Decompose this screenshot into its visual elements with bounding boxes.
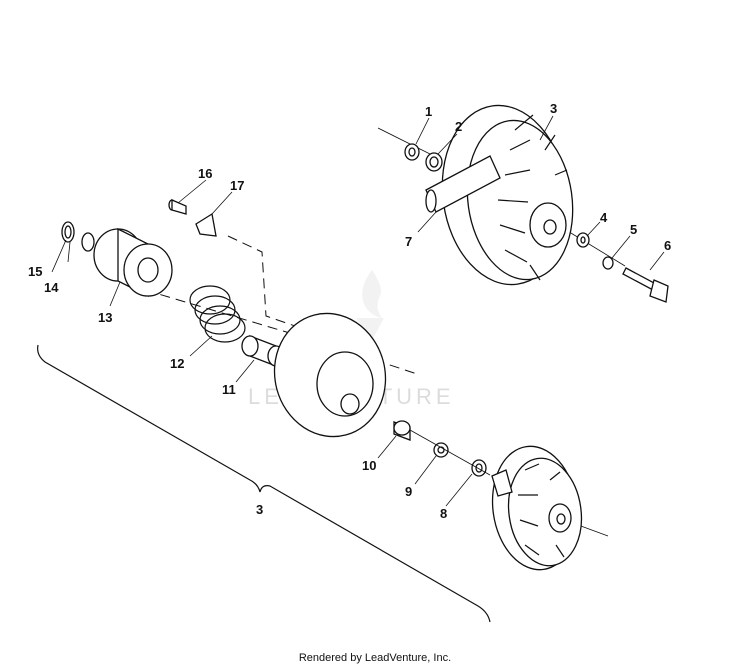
- label-part-12: 12: [170, 356, 184, 371]
- bushing-10: [393, 420, 411, 441]
- axis-line-lower: [409, 429, 491, 476]
- fixed-sheave-lower: [491, 445, 583, 571]
- label-part-8: 8: [440, 506, 447, 521]
- movable-sheave: [273, 312, 387, 438]
- button-17: [195, 212, 217, 237]
- label-part-14: 14: [44, 280, 59, 295]
- label-part-3-bracket: 3: [256, 502, 263, 517]
- screw-16: [168, 199, 187, 215]
- washer-8: [471, 459, 487, 477]
- washer-14: [81, 232, 95, 252]
- lock-washer-5: [602, 256, 614, 270]
- cam-13: [93, 227, 173, 298]
- washer-4: [576, 232, 590, 248]
- spring-12: [189, 285, 246, 343]
- label-part-6: 6: [664, 238, 671, 253]
- footer-credit: Rendered by LeadVenture, Inc.: [298, 652, 452, 664]
- leader-lines: [51, 115, 665, 507]
- label-part-13: 13: [98, 310, 112, 325]
- label-part-2: 2: [455, 119, 462, 134]
- washer-9: [433, 442, 449, 458]
- label-part-1: 1: [425, 104, 432, 119]
- label-part-11: 11: [222, 382, 236, 397]
- assembly-bracket: [37, 344, 491, 623]
- label-part-16: 16: [198, 166, 212, 181]
- washer-2: [425, 152, 443, 172]
- label-part-5: 5: [630, 222, 637, 237]
- fixed-sheave-upper: [441, 104, 574, 286]
- label-part-15: 15: [28, 264, 42, 279]
- label-part-9: 9: [405, 484, 412, 499]
- shaft-7: [425, 155, 501, 213]
- label-part-10: 10: [362, 458, 376, 473]
- snap-ring-15: [61, 221, 75, 243]
- leadventure-watermark-logo: [356, 270, 384, 344]
- label-part-3-top: 3: [550, 101, 557, 116]
- label-part-17: 17: [230, 178, 244, 193]
- bolt-6: [622, 267, 669, 303]
- label-part-4: 4: [600, 210, 608, 225]
- label-part-7: 7: [405, 234, 412, 249]
- axis-line-upper-right: [565, 229, 626, 267]
- washer-1: [404, 143, 420, 161]
